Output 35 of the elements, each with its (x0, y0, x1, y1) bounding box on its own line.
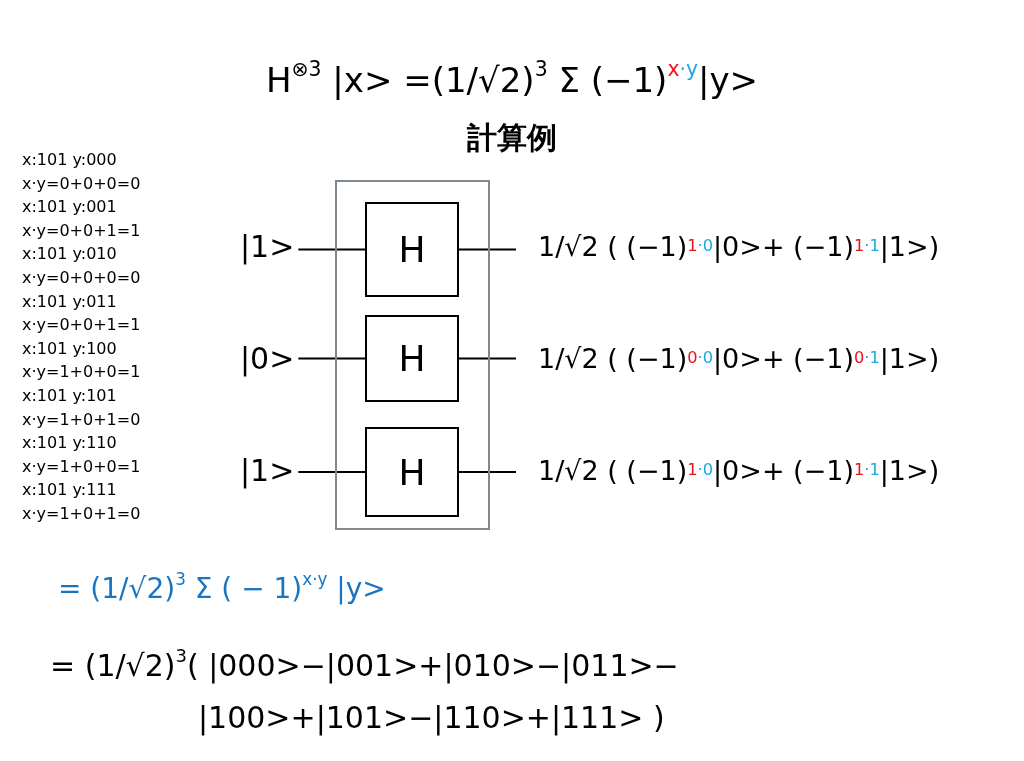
output-state-formula: 1/√2 ( (−1)$^{1}$$^{·0}$|0>+ (−1)$^{1}$$^{·1}$|1>) (538, 226, 1008, 266)
calculation-line: x·y=1+0+1=0 (22, 409, 141, 429)
circuit-wire (297, 248, 366, 251)
calculation-line: x·y=0+0+0=0 (22, 268, 141, 287)
qubit-state-label: |0> (240, 338, 306, 378)
gate-group-frame (335, 180, 490, 530)
sum-formula: = (1/√2)$^{3}$ Σ ( − 1)$^{x·y}$ |y> (58, 572, 386, 605)
calculation-line: x·y=0+0+0=0 (22, 173, 141, 193)
circuit-wire (458, 357, 517, 360)
circuit-wire (297, 471, 366, 473)
calculation-line: x:101 y:110 (22, 433, 117, 453)
formula-heading: H$^{⊗3}$ |x> =(1/√2)$^{3}$ Σ (−1)$^{x}$$^{·y}$|y> (264, 60, 760, 100)
circuit-wire (297, 357, 366, 360)
calculation-line: x·y=0+0+1=1 (22, 220, 141, 240)
expanded-state-formula: = (1/√2)$^{3}$( |000>−|001>+|010>−|011>− |100>+|101>−|110>+|111> ) (50, 643, 680, 738)
output-state-formula: 1/√2 ( (−1)$^{0}$$^{·0}$|0>+ (−1)$^{0}$$^{·1}$|1>) (538, 338, 1008, 378)
calculation-line: x·y=1+0+0=1 (22, 456, 141, 476)
calculation-line: x·y=1+0+1=0 (22, 504, 141, 523)
calculation-line: x:101 y:101 (22, 386, 117, 405)
circuit-wire (458, 471, 517, 473)
calculation-line: x:101 y:010 (22, 244, 117, 264)
calculation-line: x·y=1+0+0=1 (22, 362, 141, 382)
calculation-line: x:101 y:111 (22, 480, 117, 500)
calculation-line: x:101 y:100 (22, 338, 117, 358)
output-state-formula: 1/√2 ( (−1)$^{1}$$^{·0}$|0>+ (−1)$^{1}$$^{·1}$|1>) (538, 450, 1008, 490)
qubit-state-label: |1> (240, 450, 306, 490)
qubit-state-label: |1> (240, 226, 306, 266)
calculation-line: x:101 y:011 (22, 291, 117, 311)
calculation-line: x:101 y:000 (22, 150, 117, 169)
hadamard-gate-box: H (365, 202, 459, 297)
circuit-wire (458, 248, 517, 251)
calculation-line: x·y=0+0+1=1 (22, 315, 141, 335)
hadamard-gate-box: H (365, 427, 459, 517)
calculation-line: x:101 y:001 (22, 197, 117, 217)
hadamard-gate-box: H (365, 315, 459, 402)
